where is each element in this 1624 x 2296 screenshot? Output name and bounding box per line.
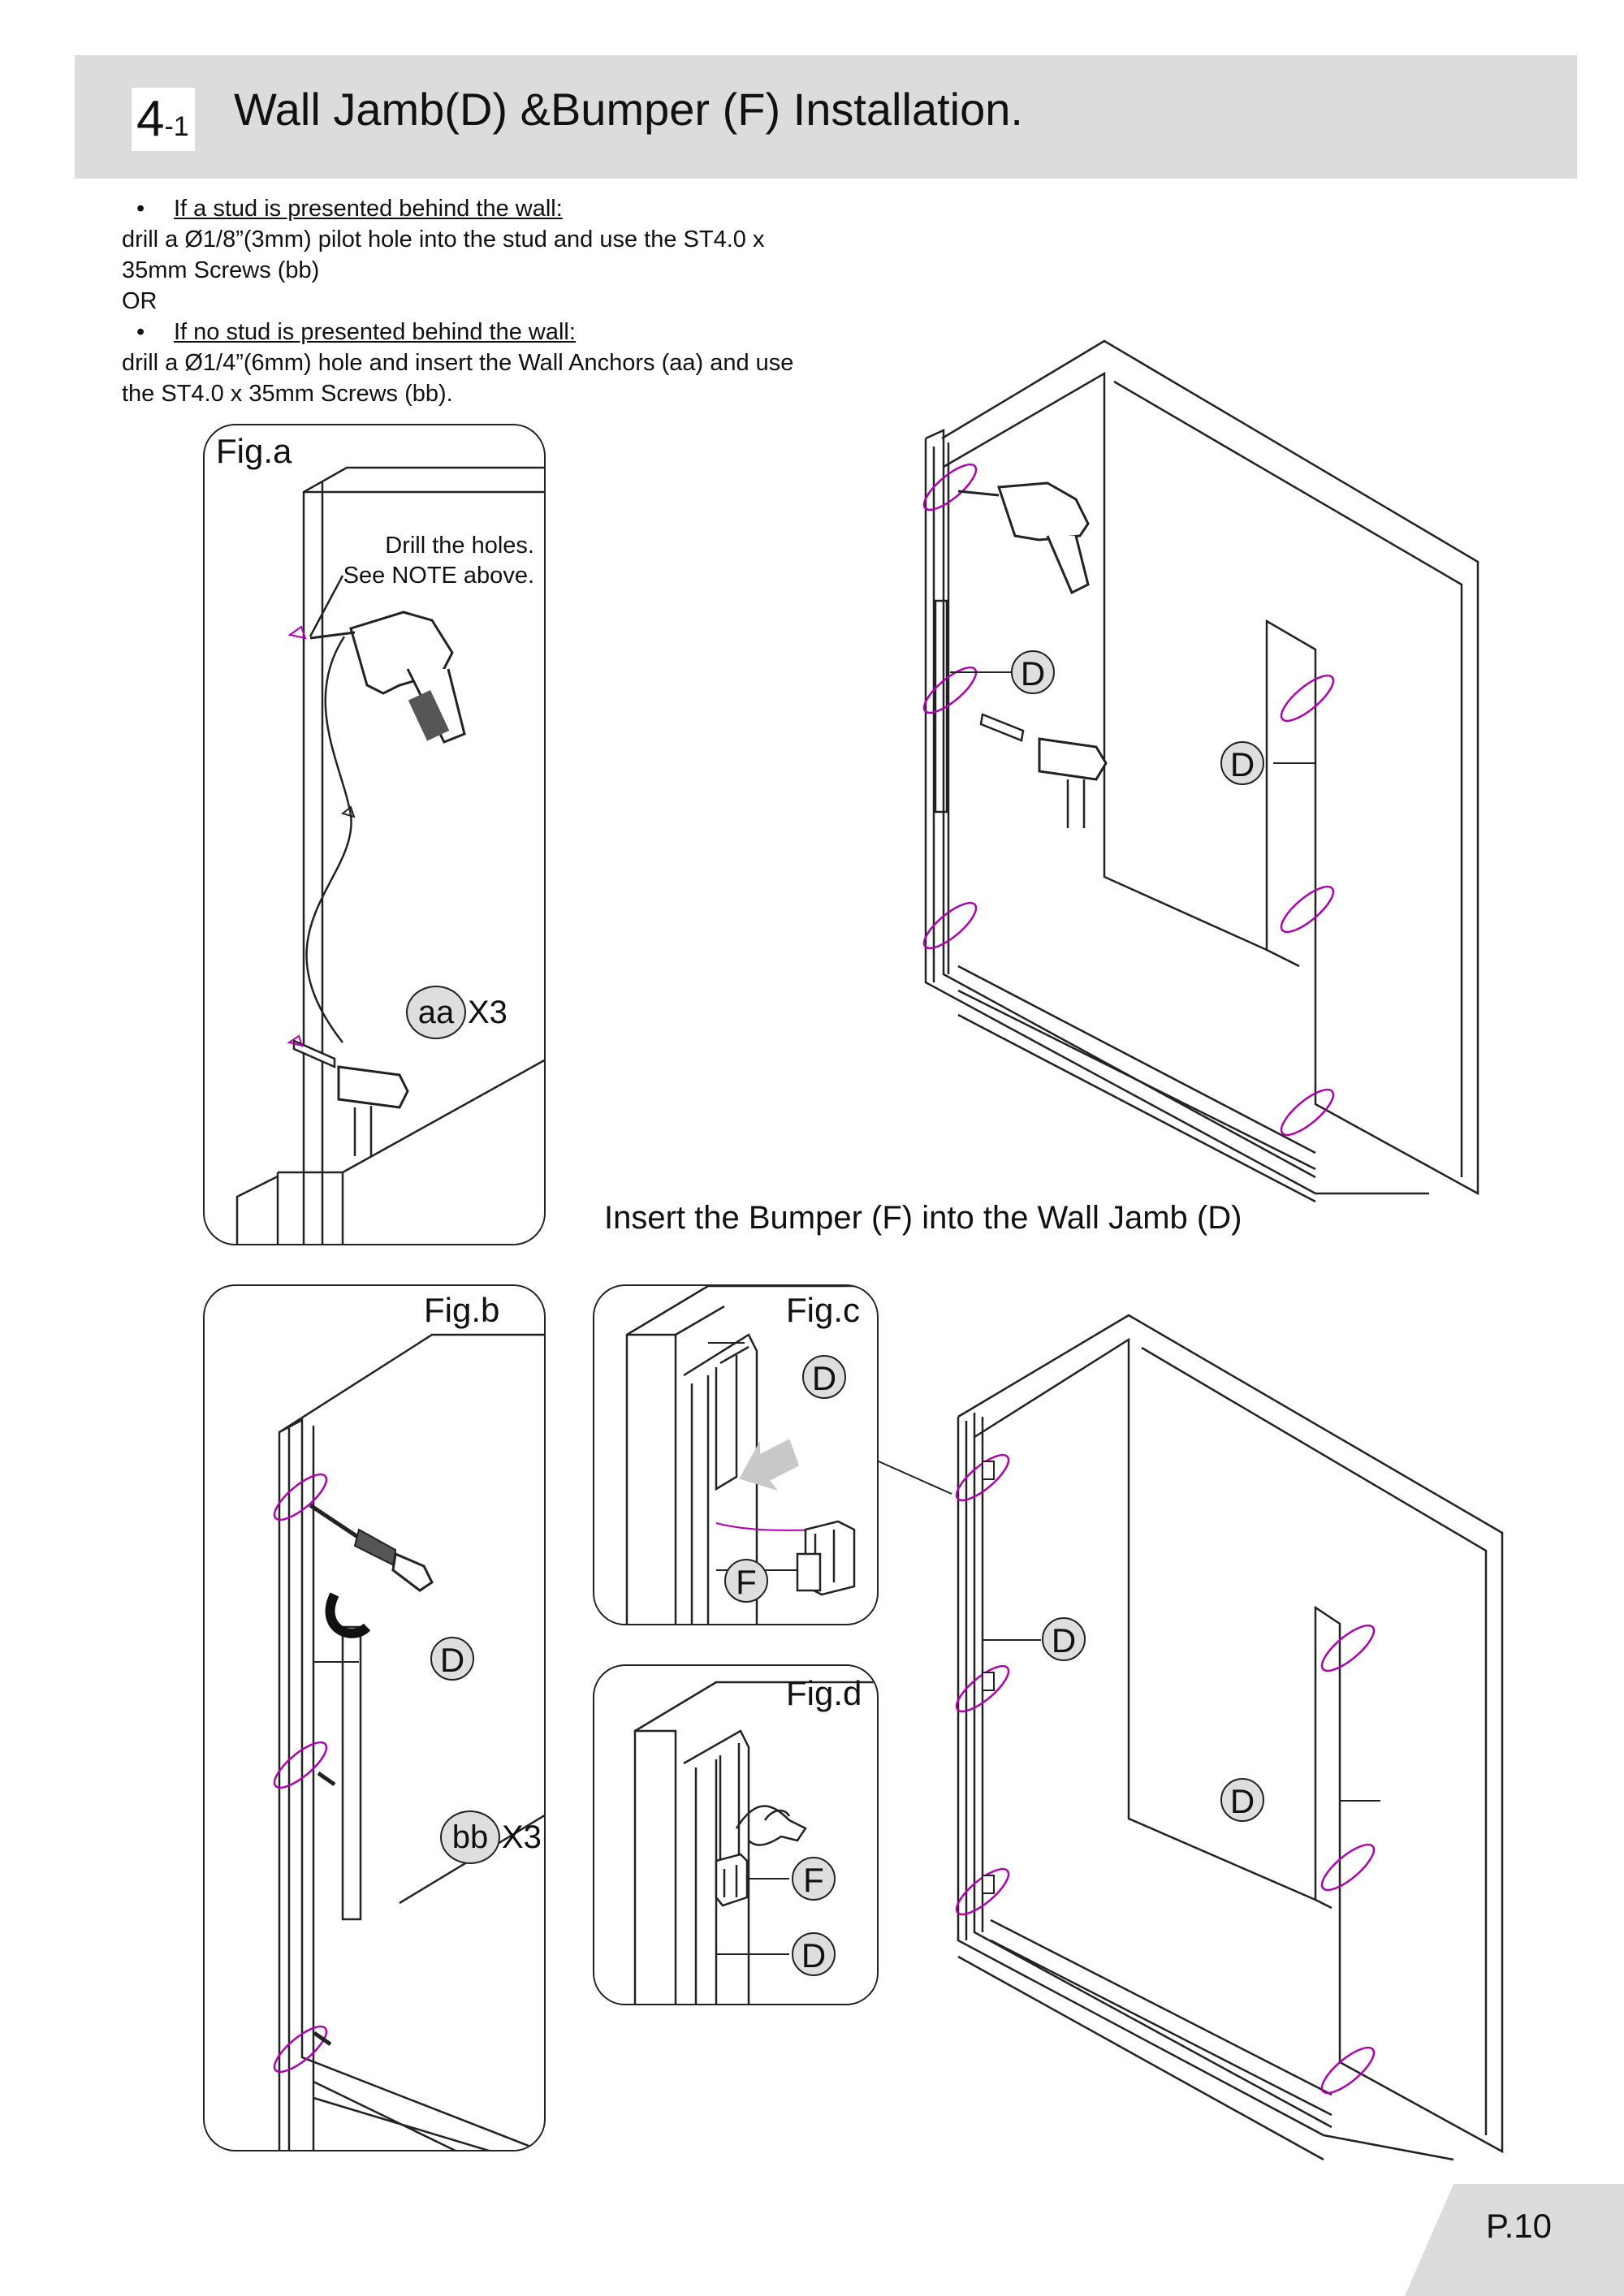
bullet-1-heading: If a stud is presented behind the wall: (174, 196, 563, 222)
fig-b-label: Fig.b (424, 1291, 500, 1329)
bumper-part-icon (796, 1520, 856, 1596)
step-number: 4 (136, 91, 165, 147)
drill-position-markers (273, 1473, 328, 2074)
bullet-dot-icon: • (136, 196, 145, 222)
page-tab-shape (1405, 2184, 1624, 2296)
or-label: OR (122, 288, 158, 314)
page-number-tab: P.10 (1405, 2184, 1624, 2296)
drill-icon (287, 611, 466, 818)
bullet-1-line-2: 35mm Screws (bb) (122, 257, 320, 283)
hand-icon (735, 1805, 807, 1846)
bullet-1: • If a stud is presented behind the wall: (122, 193, 918, 224)
overview-bottom-callout-d-right: D (1220, 1778, 1264, 1822)
fig-b-illustration (273, 1333, 544, 2150)
anchor-icon (287, 1034, 409, 1156)
fig-a-note-line-1: Drill the holes. (385, 533, 534, 559)
anchor-icon (979, 713, 1108, 828)
drill-icon (957, 481, 1090, 595)
fig-d-panel: Fig.d F D (593, 1664, 879, 2005)
fig-c-illustration (625, 1286, 877, 1624)
fig-a-label: Fig.a (216, 432, 292, 470)
bumper-part-icon (715, 1853, 749, 1907)
fig-c-callout-d: D (802, 1355, 846, 1399)
anchor-count: X3 (468, 995, 508, 1030)
screw-count: X3 (502, 1819, 542, 1855)
bullet-1-line-1: drill a Ø1/8”(3mm) pilot hole into the s… (122, 227, 765, 252)
bullet-2-heading: If no stud is presented behind the wall: (174, 319, 576, 345)
fig-d-callout-f: F (792, 1857, 836, 1901)
fig-c-callout-f: F (724, 1559, 768, 1603)
anchor-part-callout: aa (406, 986, 466, 1039)
rotate-arrow-icon (325, 1592, 371, 1638)
bullet-2: • If no stud is presented behind the wall… (122, 317, 918, 347)
fig-d-callout-d: D (792, 1932, 836, 1976)
overview-top-illustration (922, 339, 1479, 1203)
drill-position-markers (922, 463, 1335, 1137)
fig-a-illustration (235, 466, 544, 1244)
fig-c-connector-line (878, 1461, 952, 1495)
overview-bottom-callout-d-left: D (1042, 1617, 1086, 1661)
bumper-caption: Insert the Bumper (F) into the Wall Jamb… (604, 1200, 1242, 1236)
screw-part-callout: bb (440, 1810, 500, 1864)
step-number-box: 4-1 (132, 88, 195, 151)
drill-position-markers (955, 1453, 1376, 2095)
overview-top-callout-d-right: D (1220, 741, 1264, 785)
bullet-2-line-2: the ST4.0 x 35mm Screws (bb). (122, 381, 453, 407)
overview-top-callout-d-left: D (1011, 650, 1055, 694)
bullet-2-line-1: drill a Ø1/4”(6mm) hole and insert the W… (122, 350, 794, 376)
fig-c-panel: Fig.c D F (593, 1284, 879, 1625)
fig-d-label: Fig.d (786, 1674, 862, 1712)
fig-b-callout-d: D (430, 1637, 474, 1681)
screw-icon (313, 1771, 336, 2047)
fig-a-note: Drill the holes. See NOTE above. (343, 531, 534, 591)
bullet-dot-icon: • (136, 319, 145, 345)
insert-arrow-icon (739, 1439, 800, 1491)
screwdriver-icon (309, 1503, 434, 1592)
page-number: P.10 (1486, 2207, 1552, 2245)
overview-bottom-illustration (955, 1314, 1504, 2161)
fig-a-note-line-2: See NOTE above. (343, 563, 534, 589)
fig-c-label: Fig.c (786, 1291, 861, 1329)
step-title: Wall Jamb(D) &Bumper (F) Installation. (234, 84, 1023, 135)
step-header: 4-1 Wall Jamb(D) &Bumper (F) Installatio… (75, 55, 1577, 179)
step-sub-number: -1 (164, 111, 189, 142)
bumper-part-icon (982, 1461, 995, 1894)
fig-d-illustration (633, 1681, 877, 2004)
instruction-text: • If a stud is presented behind the wall:… (122, 193, 918, 409)
fig-a-panel: Fig.a Drill the holes. See NOTE above. a… (203, 424, 546, 1245)
